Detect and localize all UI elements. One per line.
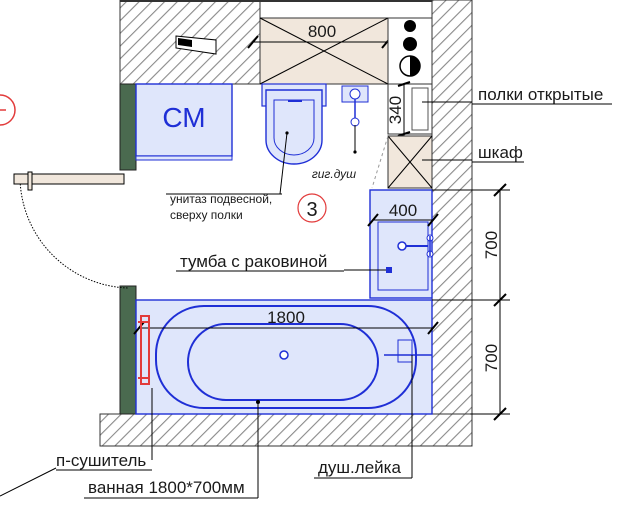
dim-tick-v-top [493,183,507,197]
marker-circle [297,193,327,223]
dim-1800: 1800 [267,308,305,327]
door-trim-top [119,83,137,171]
dim-tick-v-bottom [493,407,507,421]
bathtub-label: ванная 1800*700мм [88,478,245,497]
right-wall [431,0,473,447]
shower-head-holder [397,339,413,363]
bathtub-drain-icon [279,350,289,360]
shower-head-label: душ.лейка [318,458,401,477]
door-handle [27,171,33,191]
dim-340: 340 [386,96,405,124]
cabinet-dash [371,135,389,189]
red-marker-icon [0,94,16,126]
dim-tick-340-bottom [397,131,411,137]
washing-machine-edge [135,155,233,161]
toilet-label-line1: унитаз подвесной, [170,192,272,206]
toilet-bowl [265,89,323,165]
toilet-label-line2: сверху полки [170,208,243,222]
vent-shade [178,38,192,47]
vanity-label: тумба с раковиной [180,252,327,271]
open-shelves-label: полки открытые [478,85,603,104]
dim-tick-v-mid [493,293,507,307]
open-shelves [387,83,433,135]
bathtub-basin [187,323,379,401]
dim-tick-800-left [247,35,259,49]
door-swing-arc [19,177,129,289]
vanity-leader-end [386,267,392,273]
vanity-sink [377,221,429,291]
dim-tick-1800-left [133,321,145,335]
marker-number: 3 [306,199,317,221]
dim-tick-340-top [397,81,411,87]
towel-rail-underline [0,467,57,497]
hygienic-shower-label: гиг.душ [312,167,356,181]
toilet-seat-inner [273,99,315,156]
open-shelves-inner [411,87,429,131]
faucet-icon [397,241,407,251]
dim-tick-400-left [367,213,379,227]
dim-tick-400-right [427,213,439,227]
dot-icon-2 [403,37,417,51]
door-trim-bottom [119,285,137,415]
door-leaf [13,173,125,185]
top-wall-edge [120,0,432,2]
toilet-leader [279,132,288,195]
bottom-wall [99,413,473,447]
towel-rail-icon [140,315,150,385]
top-shelf-diag2 [259,17,389,85]
towel-rail-label: п-сушитель [56,451,146,470]
washing-machine-label: СМ [162,102,205,133]
dim-tick-1800-right [427,321,439,335]
hygienic-shower-knob [349,88,361,100]
dim-700-bath: 700 [482,344,501,372]
dim-800: 800 [308,22,336,41]
washing-machine [135,83,233,157]
cabinet-label: шкаф [478,143,523,162]
dim-400: 400 [389,201,417,220]
dot-icon-1 [404,20,416,32]
cabinet-diag2 [387,135,433,189]
hygienic-shower-head [350,117,360,127]
dim-700-vanity: 700 [482,231,501,259]
dot-icon-3-half [410,56,420,76]
